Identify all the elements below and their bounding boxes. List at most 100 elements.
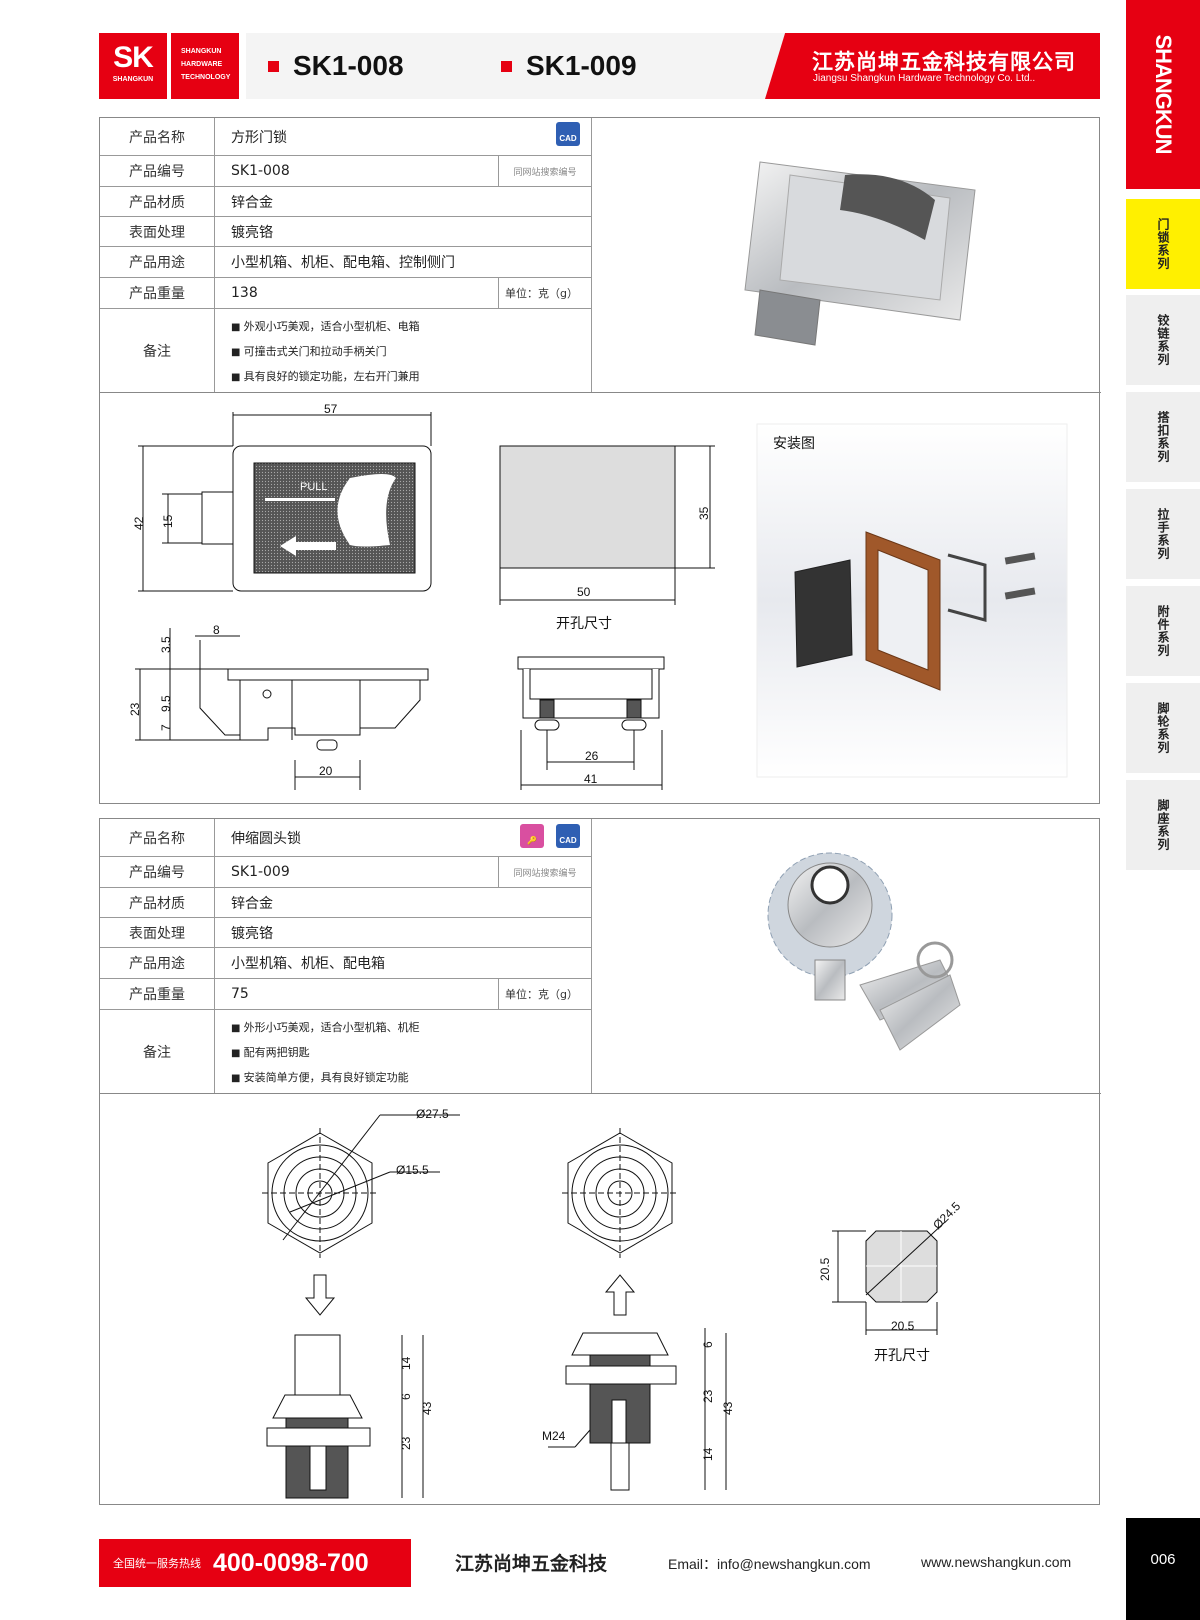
key-badge-icon[interactable]: 🔑 [520, 824, 544, 848]
spec-label: 产品用途 [100, 948, 215, 978]
company-name-en: Jiangsu Shangkun Hardware Technology Co.… [813, 73, 1036, 84]
sidebar-item-hasps[interactable]: 搭扣系列 [1126, 392, 1200, 482]
dim-label: 14 [399, 1356, 413, 1370]
dim-label: 41 [584, 772, 598, 786]
bullet-icon [268, 60, 279, 72]
note-item: 外形小巧美观，适合小型机箱、机柜 [231, 1019, 420, 1035]
search-hint: 同网站搜索编号 [498, 857, 591, 887]
dim-label: 43 [420, 1401, 434, 1415]
sidebar-item-casters[interactable]: 脚轮系列 [1126, 683, 1200, 773]
spec-row: 表面处理镀亮铬 [100, 918, 591, 948]
dim-label: 6 [701, 1341, 715, 1348]
divider [591, 819, 592, 1094]
note-item: 外观小巧美观，适合小型机柜、电箱 [231, 318, 420, 334]
sidebar-item-feet[interactable]: 脚座系列 [1126, 780, 1200, 870]
spec-row: 产品材质锌合金 [100, 888, 591, 918]
footer-company: 江苏尚坤五金科技 [455, 1553, 608, 1575]
dim-label: 20.5 [818, 1257, 832, 1281]
sidebar-item-label: 门锁系列 [1156, 218, 1170, 270]
cad-label: CAD [559, 134, 577, 143]
side-view-drawing [135, 628, 429, 790]
spec-label: 备注 [100, 309, 215, 393]
sidebar-item-hinges[interactable]: 铰链系列 [1126, 295, 1200, 385]
spec-label: 产品名称 [100, 118, 215, 155]
spec-row: 备注 外观小巧美观，适合小型机柜、电箱 可撞击式关门和拉动手柄关门 具有良好的锁… [100, 309, 591, 393]
spec-label: 产品用途 [100, 247, 215, 277]
dim-label: 23 [701, 1389, 715, 1403]
dim-label: 8 [213, 623, 220, 637]
cutout-caption: 开孔尺寸 [874, 1348, 930, 1364]
cutout-caption: 开孔尺寸 [556, 616, 612, 632]
arrow-up-icon [604, 1274, 636, 1316]
dim-label: 9.5 [159, 695, 173, 712]
spec-label: 表面处理 [100, 217, 215, 246]
footer-email[interactable]: Email：info@newshangkun.com [668, 1556, 871, 1572]
sidebar-item-door-locks[interactable]: 门锁系列 [1126, 199, 1200, 289]
sidebar-item-label: 脚座系列 [1156, 799, 1170, 851]
logo-wordmark: SHANGKUN HARDWARE TECHNOLOGY [171, 33, 239, 99]
spec-value: 镀亮铬 [231, 224, 273, 241]
install-caption: 安装图 [773, 436, 815, 452]
divider [100, 392, 1101, 393]
spec-label: 产品名称 [100, 819, 215, 856]
sidebar-item-handles[interactable]: 拉手系列 [1126, 489, 1200, 579]
spec-row: 表面处理镀亮铬 [100, 217, 591, 247]
spec-row: 备注 外形小巧美观，适合小型机箱、机柜 配有两把钥匙 安装简单方便，具有良好锁定… [100, 1010, 591, 1094]
company-name-cn: 江苏尚坤五金科技有限公司 [812, 50, 1076, 74]
spec-label: 产品材质 [100, 888, 215, 917]
sidebar-item-label: 铰链系列 [1156, 314, 1170, 366]
bottom-view-drawing [517, 656, 665, 790]
divider [100, 1093, 1101, 1094]
note-item: 可撞击式关门和拉动手柄关门 [231, 343, 387, 359]
weight-unit: 单位：克（g） [498, 979, 591, 1009]
logo-mark: SK SHANGKUN [99, 33, 167, 99]
spec-label: 产品重量 [100, 979, 215, 1009]
cutout-drawing-2 [832, 1221, 946, 1335]
dim-label: M24 [542, 1429, 566, 1443]
cad-download-icon[interactable]: CAD [556, 824, 580, 848]
cutout-drawing [499, 445, 715, 605]
dim-label: Ø27.5 [416, 1107, 449, 1121]
pull-label: PULL [300, 481, 328, 493]
hotline-number[interactable]: 400-0098-700 [213, 1548, 369, 1577]
dim-label: Ø24.5 [930, 1199, 963, 1232]
page-number: 006 [1126, 1518, 1200, 1620]
spec-label: 备注 [100, 1010, 215, 1094]
dim-label: 7 [159, 724, 173, 731]
search-hint: 同网站搜索编号 [498, 156, 591, 186]
note-item: 配有两把钥匙 [231, 1044, 310, 1060]
hex-back-view [562, 1128, 678, 1258]
model-heading: SK1-008 [268, 50, 404, 82]
sidebar-item-label: 搭扣系列 [1156, 411, 1170, 463]
dim-label: 20 [319, 764, 333, 778]
spec-value: 小型机箱、机柜、配电箱、控制侧门 [231, 255, 455, 271]
spec-value: SK1-008 [231, 163, 290, 179]
spec-value: SK1-009 [231, 864, 290, 880]
page-number-text: 006 [1150, 1550, 1176, 1568]
model-heading: SK1-009 [501, 50, 637, 82]
spec-value: 镀亮铬 [231, 925, 273, 942]
sidebar-item-label: 拉手系列 [1156, 508, 1170, 560]
cad-label: CAD [559, 836, 577, 845]
logo-line: HARDWARE [181, 61, 223, 68]
sidebar-item-accessories[interactable]: 附件系列 [1126, 586, 1200, 676]
bullet-icon [501, 60, 512, 72]
dim-label: 20.5 [891, 1319, 915, 1333]
spec-label: 产品重量 [100, 278, 215, 308]
model-code: SK1-009 [526, 50, 637, 81]
spec-value: 75 [231, 986, 249, 1002]
notes-list: 外形小巧美观，适合小型机箱、机柜 配有两把钥匙 安装简单方便，具有良好锁定功能 [215, 1010, 591, 1094]
spec-value: 138 [231, 285, 258, 301]
footer-website[interactable]: www.newshangkun.com [921, 1554, 1072, 1570]
cad-download-icon[interactable]: CAD [556, 122, 580, 146]
dim-label: Ø15.5 [396, 1163, 429, 1177]
dim-label: 23 [128, 702, 142, 716]
spec-row: 产品材质锌合金 [100, 187, 591, 217]
company-banner [765, 33, 1100, 99]
dim-label: 26 [585, 749, 599, 763]
installation-image [756, 423, 1068, 778]
